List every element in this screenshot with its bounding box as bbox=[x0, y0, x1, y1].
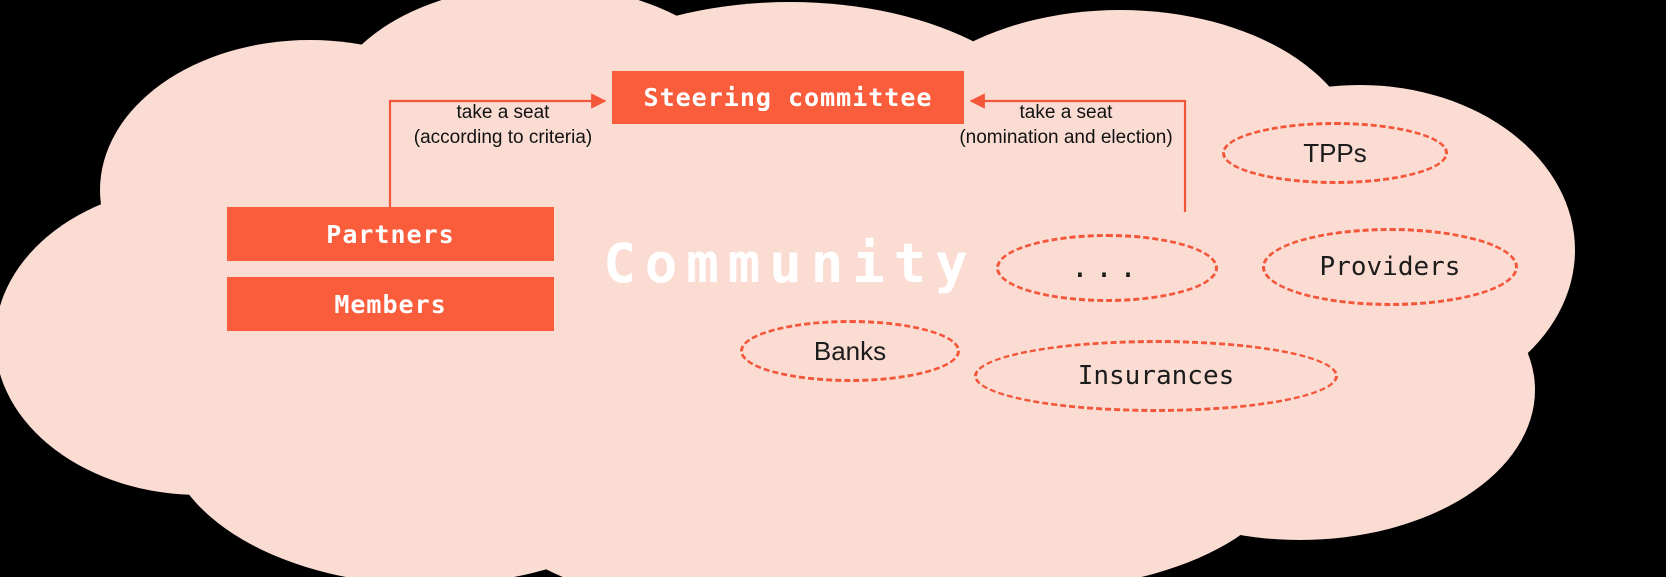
bubble-providers[interactable]: Providers bbox=[1262, 228, 1518, 306]
bubble-providers-label: Providers bbox=[1319, 252, 1461, 282]
edge-label-line-1: take a seat bbox=[456, 102, 550, 123]
bubble-banks-label: Banks bbox=[813, 336, 887, 366]
community-title: Community bbox=[603, 232, 977, 295]
members-label: Members bbox=[334, 289, 447, 319]
partners-label: Partners bbox=[326, 219, 455, 249]
bubble-insurances-label: Insurances bbox=[1077, 361, 1235, 391]
steering-committee-label: Steering committee bbox=[643, 83, 933, 112]
edge-label-members-to-steering: take a seat (nomination and election) bbox=[948, 100, 1184, 150]
edge-label-partners-to-steering: take a seat (according to criteria) bbox=[398, 100, 608, 150]
steering-committee-box[interactable]: Steering committee bbox=[612, 71, 964, 124]
bubble-ellipsis-label: ... bbox=[1070, 250, 1144, 285]
edge-label-line-1: take a seat bbox=[1019, 102, 1113, 123]
partners-box[interactable]: Partners bbox=[227, 207, 554, 261]
bubble-insurances[interactable]: Insurances bbox=[974, 340, 1338, 412]
bubble-ellipsis[interactable]: ... bbox=[996, 234, 1218, 302]
bubble-banks[interactable]: Banks bbox=[740, 320, 960, 382]
bubble-tpps[interactable]: TPPs bbox=[1222, 122, 1448, 184]
edge-label-line-2: (nomination and election) bbox=[959, 127, 1173, 148]
edge-label-line-2: (according to criteria) bbox=[413, 127, 593, 148]
members-box[interactable]: Members bbox=[227, 277, 554, 331]
bubble-tpps-label: TPPs bbox=[1303, 138, 1367, 168]
